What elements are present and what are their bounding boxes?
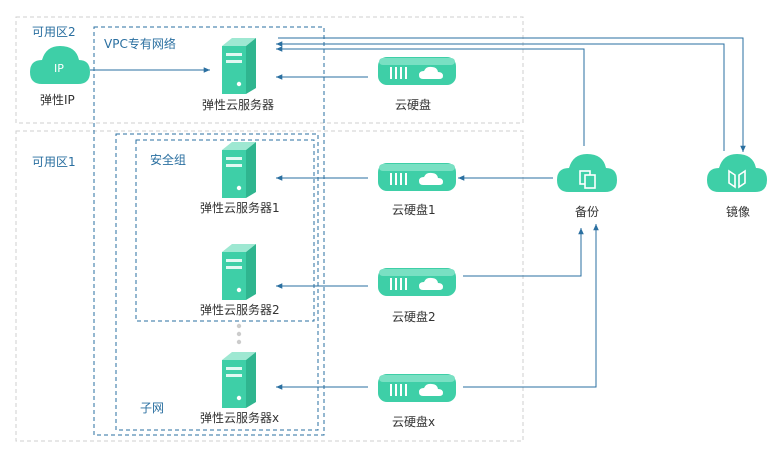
disk-1-icon — [378, 163, 456, 191]
disk-x-icon — [378, 374, 456, 402]
zone1-box — [15, 130, 524, 442]
eip-badge: IP — [54, 62, 64, 75]
backup-label: 备份 — [575, 205, 599, 219]
disk-top-label: 云硬盘 — [395, 97, 431, 112]
disk-1-label: 云硬盘1 — [392, 202, 436, 217]
subnet-box — [115, 133, 319, 431]
server-top-label: 弹性云服务器 — [202, 97, 274, 112]
backup-to-server-arrow — [276, 46, 585, 146]
server-2-label: 弹性云服务器2 — [200, 302, 280, 317]
zone1-label: 可用区1 — [32, 155, 76, 169]
disk-top-icon — [378, 57, 456, 85]
connectors — [90, 37, 746, 390]
backup-cloud-icon — [557, 154, 617, 192]
server-to-image-arrow — [278, 37, 746, 152]
server-2-icon — [222, 244, 256, 300]
server-x-icon — [222, 352, 256, 408]
zone2-box — [15, 16, 524, 124]
subnet-label: 子网 — [140, 401, 164, 415]
image-cloud-icon — [707, 154, 767, 192]
image-label: 镜像 — [726, 204, 750, 219]
server-x-label: 弹性云服务器x — [200, 410, 279, 425]
zone2-label: 可用区2 — [32, 25, 76, 39]
eip-label: 弹性IP — [40, 93, 75, 107]
disk-2-label: 云硬盘2 — [392, 309, 436, 324]
disk-2-icon — [378, 268, 456, 296]
image-to-server-arrow — [276, 41, 725, 151]
vpc-box — [93, 26, 325, 436]
security-group-label: 安全组 — [150, 152, 186, 167]
disk-2-to-backup-arrow — [463, 228, 584, 277]
server-ellipsis — [236, 323, 242, 345]
disk-x-label: 云硬盘x — [392, 414, 435, 429]
server-1-label: 弹性云服务器1 — [200, 200, 280, 215]
security-group-box — [135, 139, 315, 322]
server-top-icon — [222, 38, 256, 94]
disk-x-to-backup-arrow — [463, 224, 599, 388]
vpc-label: VPC专有网络 — [104, 36, 176, 51]
server-1-icon — [222, 142, 256, 198]
